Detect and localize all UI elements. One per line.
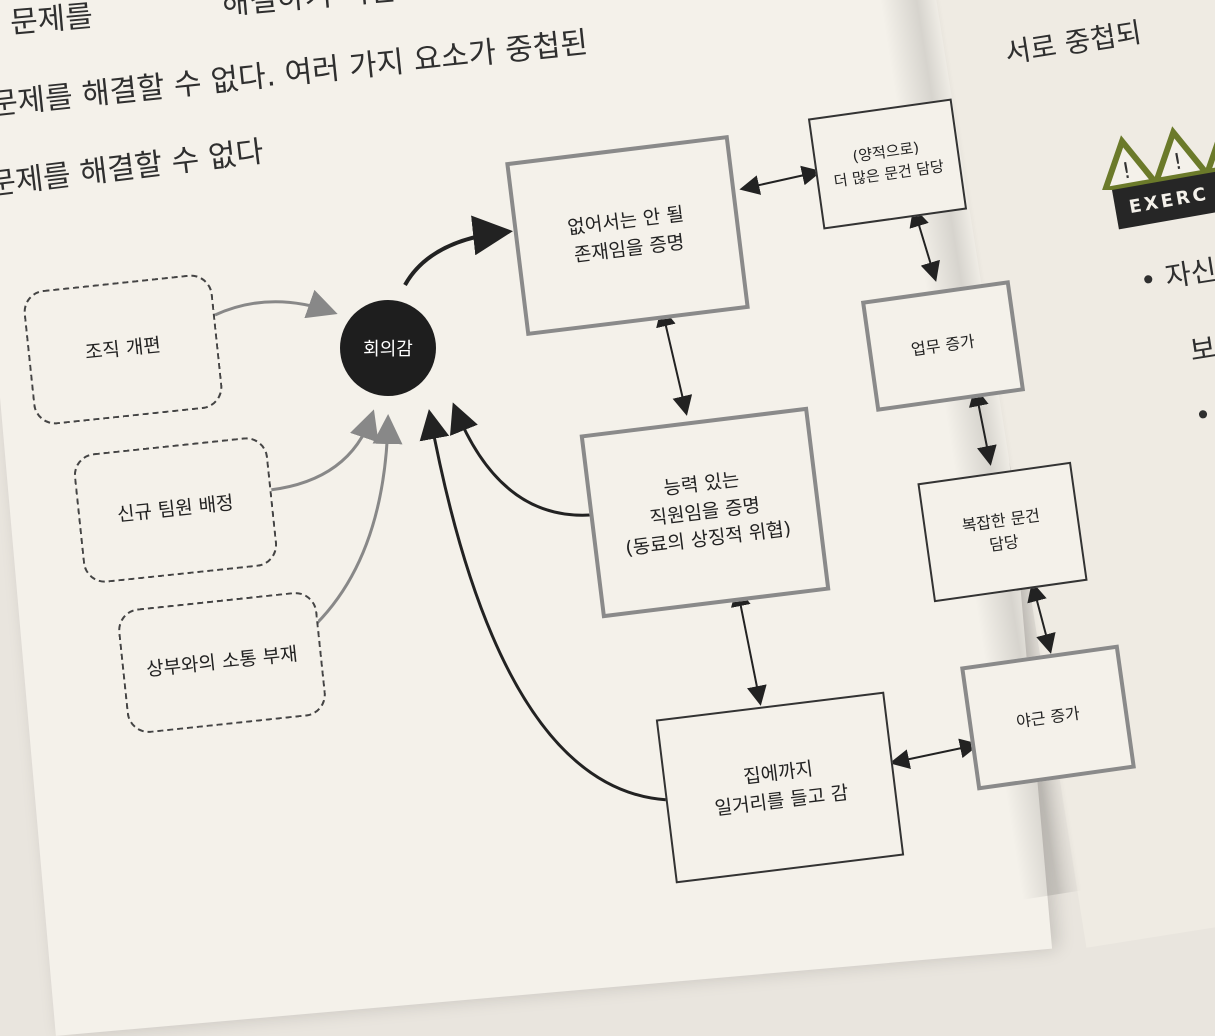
center-label: 회의감 [363,339,413,360]
svg-text:!: ! [1171,149,1184,175]
node-label: (양적으로) 더 많은 문건 담당 [832,138,946,191]
warning-icons: ! ! [1100,120,1215,190]
node-label: 능력 있는 직원임을 증명 (동료의 상징적 위협) [624,468,793,561]
arrow-cause-3 [308,414,403,632]
skepticism-node: 회의감 [340,300,436,396]
link-capable-home [730,586,767,706]
node-more-documents: (양적으로) 더 많은 문건 담당 [807,98,968,230]
node-complex-documents: 복잡한 문건 담당 [917,461,1088,603]
node-more-overtime: 야근 증가 [960,644,1136,791]
node-more-work: 업무 증가 [860,280,1026,412]
node-label: 없어서는 안 될 존재임을 증명 [566,203,686,267]
cause-new-team-member: 신규 팀원 배정 [71,435,280,585]
node-label: 야근 증가 [1014,703,1081,732]
diagram-connectors [214,165,1056,802]
node-label: 복잡한 문건 담당 [960,505,1042,555]
node-take-work-home: 집에까지 일거리를 들고 감 [655,691,905,884]
arrow-cause-1 [214,289,338,319]
arrow-home-to-center [419,409,669,802]
svg-text:!: ! [1120,158,1133,184]
cause-label: 상부와의 소통 부재 [145,642,299,681]
node-label: 집에까지 일거리를 들고 감 [713,757,850,820]
cause-label: 신규 팀원 배정 [116,492,235,527]
node-prove-essential: 없어서는 안 될 존재임을 증명 [505,134,750,337]
link-home-overtime [889,738,980,769]
link-docs-work [909,206,940,282]
cause-label: 조직 개편 [83,333,162,364]
arrow-center-to-essential [403,215,513,286]
link-essential-capable [656,306,693,416]
link-essential-docs [739,165,822,195]
link-complex-overtime [1027,581,1056,654]
arrow-cause-2 [269,409,379,492]
cause-reorganization: 조직 개편 [21,272,225,427]
node-label: 업무 증가 [909,332,976,360]
arrow-capable-to-center [450,402,591,517]
link-work-complex [968,386,997,466]
node-prove-capable: 능력 있는 직원임을 증명 (동료의 상징적 위협) [579,406,831,619]
cause-no-communication: 상부와의 소통 부재 [116,589,328,736]
